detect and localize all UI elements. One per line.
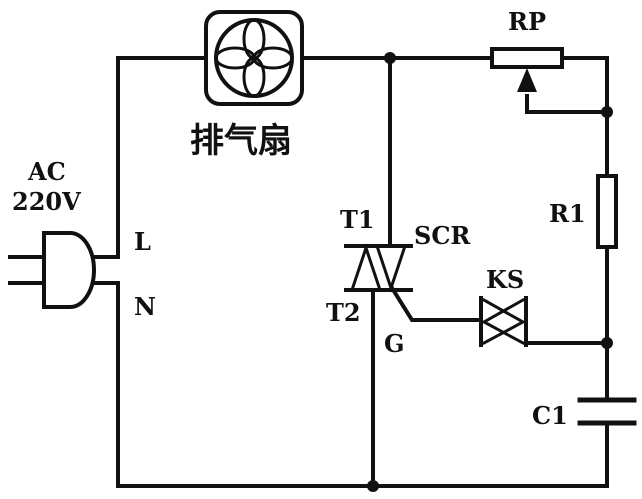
resistor-symbol [596, 174, 618, 249]
junction-top [384, 52, 396, 64]
voltage-label: 220V [12, 187, 81, 216]
gate-label: G [384, 329, 405, 358]
wires [116, 56, 609, 488]
terminal-l-label: L [134, 227, 151, 256]
plug-cord [92, 255, 120, 285]
wire-rp-right [560, 56, 609, 178]
t1-label: T1 [340, 205, 375, 234]
r1-label: R1 [549, 199, 586, 228]
scr-label: SCR [414, 221, 471, 250]
junction-rp [601, 106, 613, 118]
junction-dots [367, 52, 613, 492]
plug-body [42, 231, 96, 309]
plug-symbol [8, 231, 120, 309]
trigger-diode-symbol [479, 296, 528, 347]
ks-label: KS [486, 265, 524, 294]
junction-cap [601, 337, 613, 349]
wire-gate [389, 285, 482, 322]
t2-label: T2 [326, 298, 361, 327]
fan-symbol [204, 10, 304, 106]
capacitor-symbol [577, 397, 637, 426]
wire-rp-wiper [525, 94, 609, 114]
ac-label: AC [27, 157, 66, 186]
rp-label: RP [508, 7, 546, 36]
terminal-n-label: N [134, 292, 156, 321]
scr-symbol [344, 243, 413, 293]
wire-l-to-fan [116, 56, 208, 259]
plug-prongs [8, 255, 46, 285]
potentiometer-symbol [490, 47, 564, 69]
wire-cap-to-bottom [116, 281, 609, 488]
fan-label: 排气扇 [190, 121, 292, 161]
junction-bottom [367, 480, 379, 492]
rp-wiper-arrow [517, 68, 537, 92]
c1-label: C1 [532, 401, 568, 430]
